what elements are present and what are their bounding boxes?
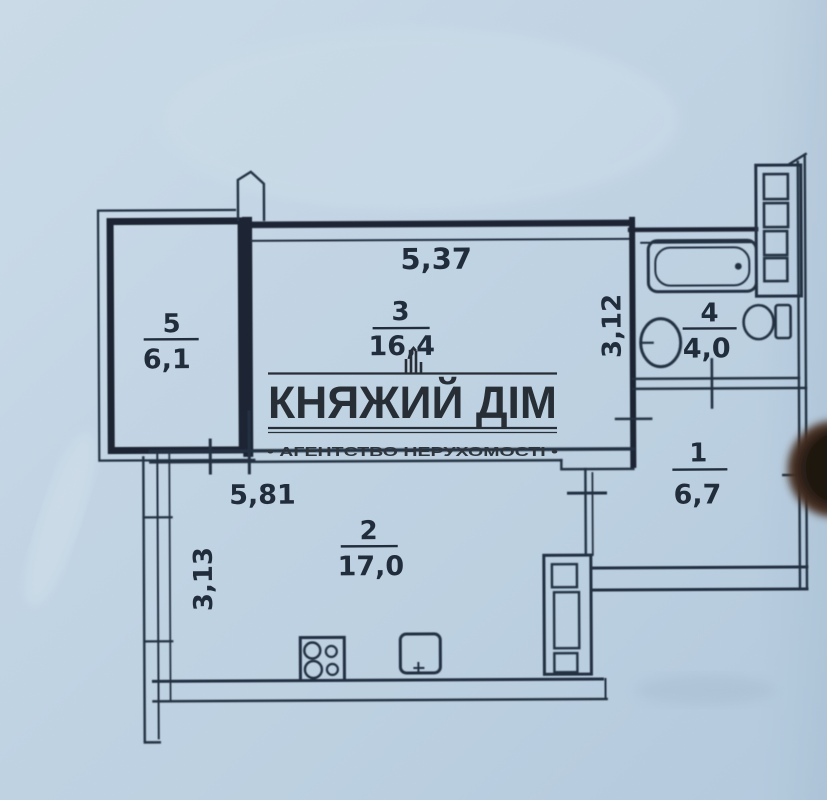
floorplan-photo: 5 6,1 3 16,4 4 4,0 1 6,7 2 17,0 5,37 5,8… [0, 0, 827, 800]
paper-grain [0, 0, 827, 800]
floorplan-svg: 5 6,1 3 16,4 4 4,0 1 6,7 2 17,0 5,37 5,8… [0, 0, 827, 800]
